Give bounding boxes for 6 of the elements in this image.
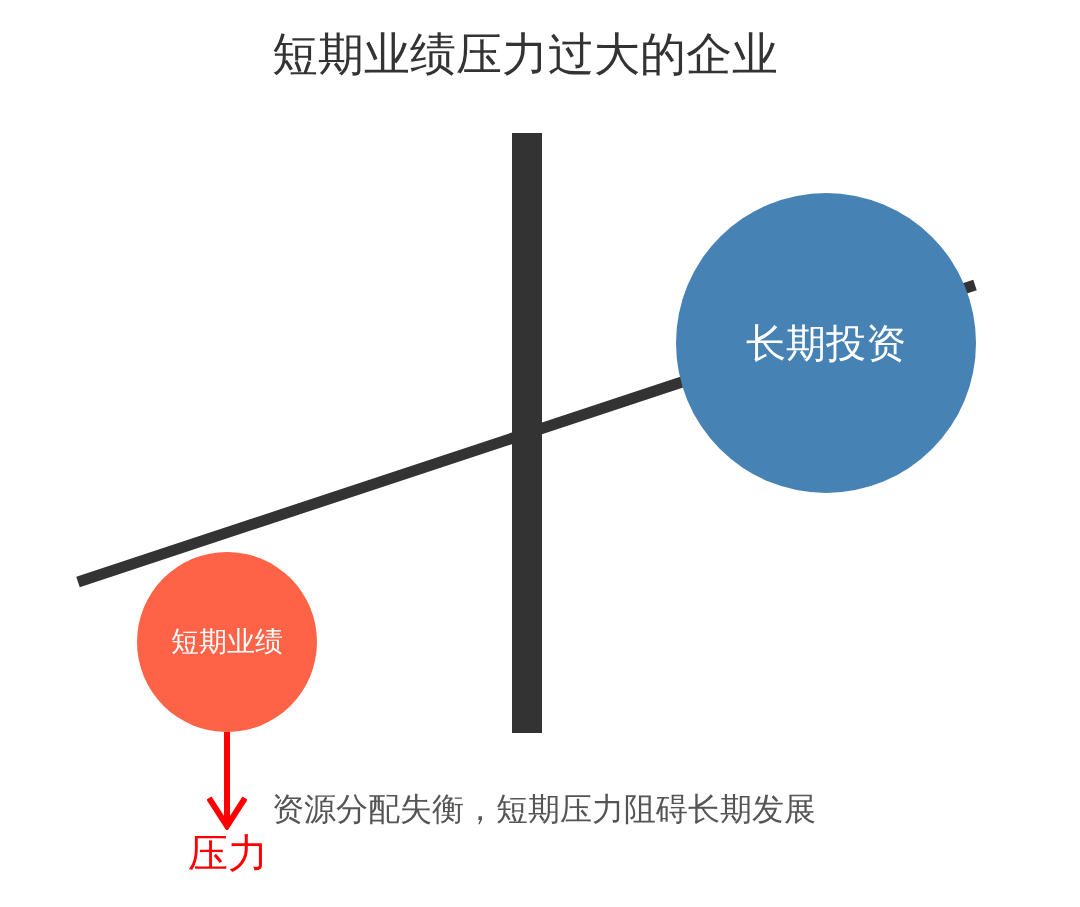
caption-text: 资源分配失衡，短期压力阻碍长期发展 — [272, 789, 816, 830]
arrow — [206, 732, 248, 829]
circle-node: 短期业绩 — [137, 552, 317, 732]
title: 短期业绩压力过大的企业 — [271, 26, 779, 83]
node-label: 压力 — [178, 828, 278, 878]
circle-node: 长期投资 — [676, 193, 976, 493]
